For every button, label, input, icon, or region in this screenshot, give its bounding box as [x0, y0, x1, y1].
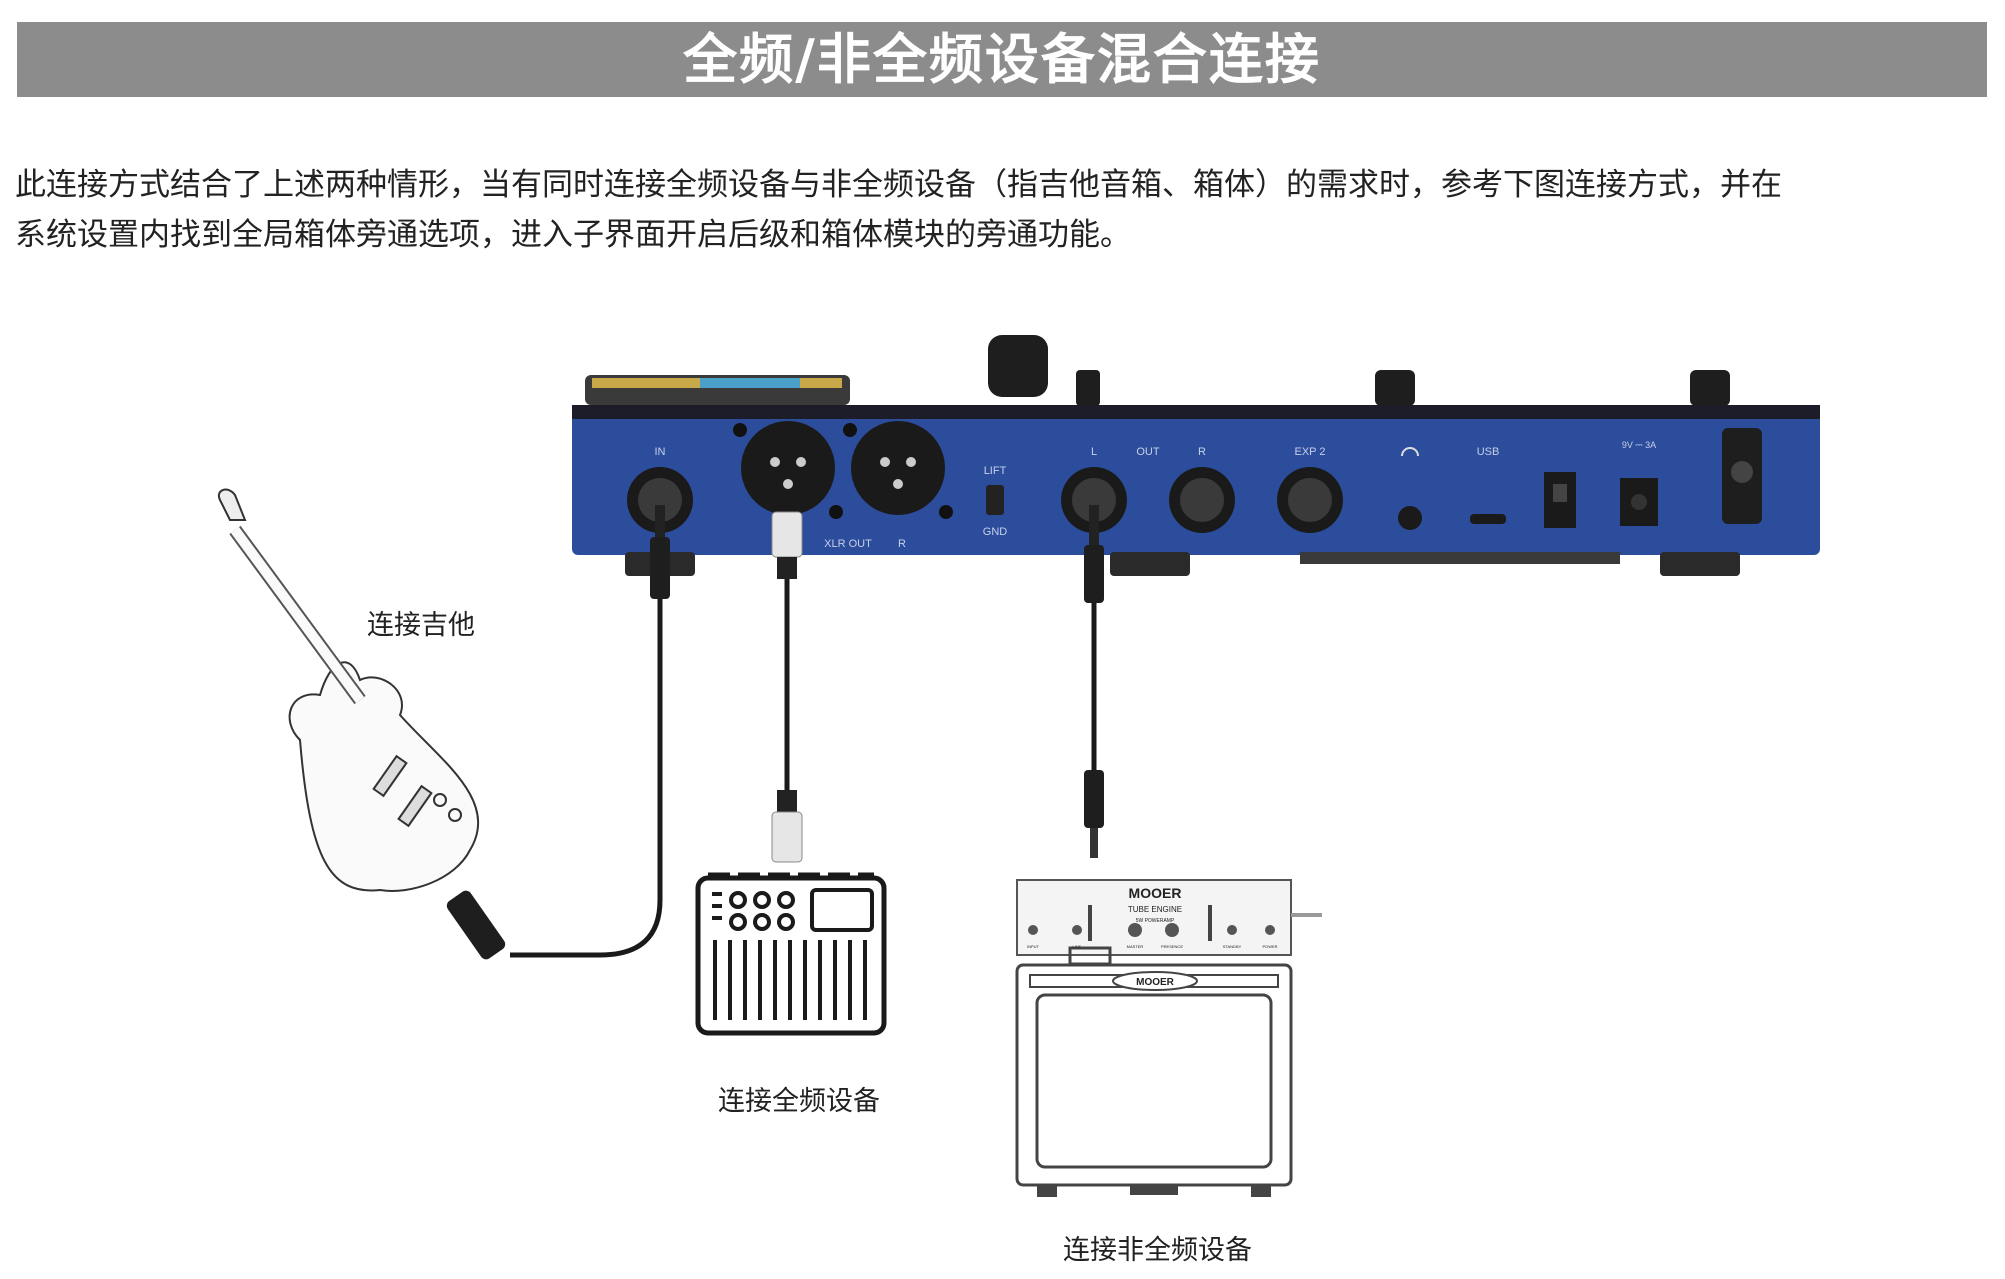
xlr-out-left — [741, 421, 835, 515]
amp-knob-label: STANDBY — [1223, 944, 1242, 949]
footswitch — [1690, 370, 1730, 406]
label-usb: USB — [1477, 446, 1500, 458]
label-power: 9V ⎓ 3A — [1622, 440, 1656, 450]
footswitch — [1076, 370, 1100, 406]
title-bar: 全频/非全频设备混合连接 — [17, 22, 1987, 97]
usb-port — [1470, 514, 1506, 524]
main-knob — [988, 335, 1048, 397]
device-top — [585, 335, 1730, 406]
mixer-illustration — [695, 872, 887, 1036]
label-out-l: L — [1091, 446, 1097, 458]
amp-cabinet — [1015, 963, 1293, 1197]
amp-brand: MOOER — [1129, 885, 1182, 901]
headphone-icon — [1401, 447, 1419, 457]
footswitch — [1375, 370, 1415, 406]
device-back-panel — [572, 405, 1820, 576]
label-lift: LIFT — [984, 465, 1007, 477]
label-in: IN — [655, 446, 666, 458]
label-xlr-r: R — [898, 538, 906, 550]
ground-lift-switch — [986, 485, 1004, 515]
amp-knob-label: LINE — [1073, 944, 1082, 949]
label-out: OUT — [1136, 446, 1160, 458]
headphone-jack — [1398, 506, 1422, 530]
page-title: 全频/非全频设备混合连接 — [683, 28, 1321, 91]
amp-sub: 5W POWERAMP — [1136, 918, 1175, 924]
amp-head — [1016, 879, 1322, 966]
label-exp2: EXP 2 — [1295, 446, 1326, 458]
label-connect-guitar: 连接吉他 — [367, 610, 475, 641]
guitar-illustration — [217, 488, 479, 892]
intro-text: 此连接方式结合了上述两种情形，当有同时连接全频设备与非全频设备（指吉他音箱、箱体… — [15, 160, 1990, 260]
intro-line-2: 系统设置内找到全局箱体旁通选项，进入子界面开启后级和箱体模块的旁通功能。 — [15, 217, 1131, 253]
label-xlr-out: XLR OUT — [824, 538, 872, 550]
intro-line-1: 此连接方式结合了上述两种情形，当有同时连接全频设备与非全频设备（指吉他音箱、箱体… — [15, 167, 1782, 203]
label-connect-non-fullrange: 连接非全频设备 — [1063, 1235, 1252, 1266]
amp-knob-label: POWER — [1262, 944, 1277, 949]
amp-model: TUBE ENGINE — [1128, 905, 1182, 914]
label-gnd: GND — [983, 526, 1008, 538]
amp-knob-label: INPUT — [1027, 944, 1040, 949]
xlr-out-right — [851, 421, 945, 515]
label-out-r: R — [1198, 446, 1206, 458]
amp-knob-label: MASTER — [1127, 944, 1144, 949]
cables — [446, 505, 1104, 960]
amp-knob-label: PRESENCE — [1161, 944, 1183, 949]
label-connect-fullrange: 连接全频设备 — [718, 1086, 880, 1117]
cab-brand: MOOER — [1136, 977, 1175, 988]
